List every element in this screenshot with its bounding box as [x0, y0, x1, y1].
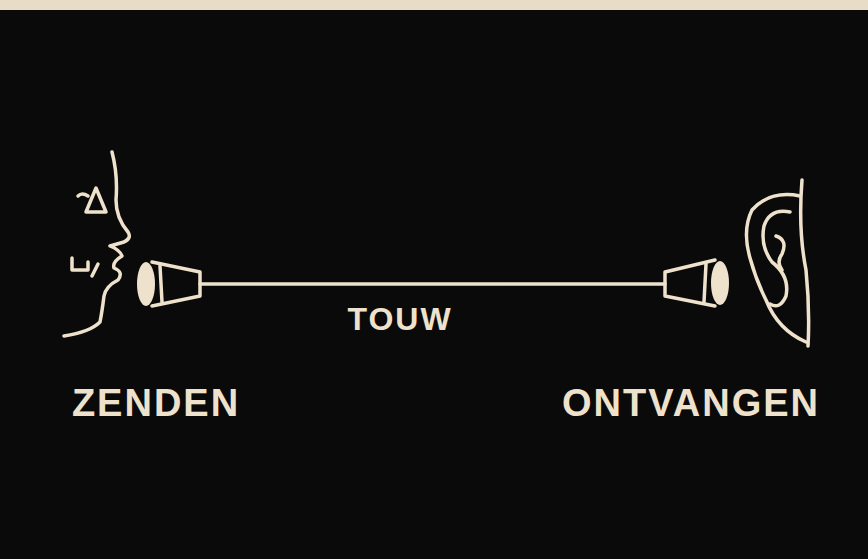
receiver-label: ONTVANGEN — [562, 384, 820, 422]
sender-label: ZENDEN — [72, 384, 240, 422]
string-label: TOUW — [347, 303, 452, 335]
